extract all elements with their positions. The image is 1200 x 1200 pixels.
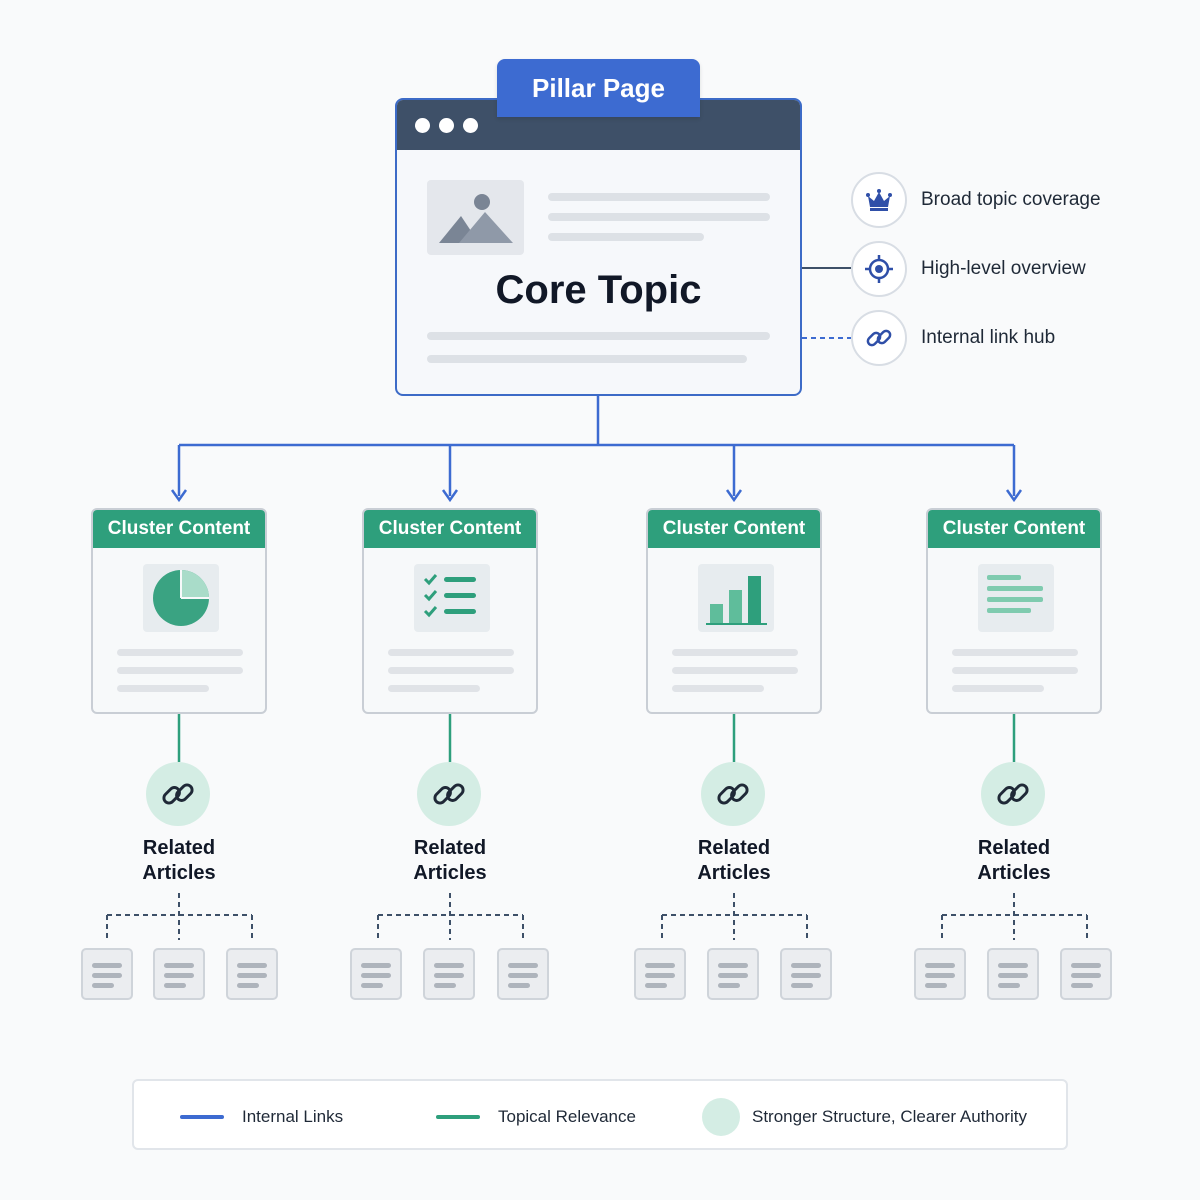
article-thumbnail [81, 948, 133, 1000]
cluster-header: Cluster Content [364, 510, 536, 548]
link-icon [981, 762, 1045, 826]
text-line [548, 233, 704, 241]
target-icon [851, 241, 907, 297]
pie-chart-icon [143, 564, 219, 632]
text-line [427, 355, 747, 363]
related-label-line: Related [697, 837, 771, 859]
related-label-line: Articles [413, 862, 487, 884]
core-topic-title: Core Topic [495, 268, 702, 312]
legend-topical-relevance: Topical Relevance [436, 1081, 636, 1152]
cluster-header: Cluster Content [928, 510, 1100, 548]
article-thumbnail [1060, 948, 1112, 1000]
text-line [388, 685, 480, 692]
feature-label: High-level overview [921, 258, 1086, 279]
feature-broad-coverage: Broad topic coverage [851, 172, 1101, 228]
link-icon [851, 310, 907, 366]
window-dot [463, 118, 478, 133]
legend-label: Stronger Structure, Clearer Authority [752, 1106, 1027, 1126]
article-thumbnail [350, 948, 402, 1000]
arrow-head [441, 489, 459, 503]
green-circle-icon [702, 1097, 740, 1136]
pillar-page-window: Core Topic [395, 98, 802, 396]
related-articles-label: Related Articles [380, 836, 520, 886]
cluster-header: Cluster Content [648, 510, 820, 548]
related-articles-label: Related Articles [109, 836, 249, 886]
legend: Internal Links Topical Relevance Stronge… [132, 1079, 1068, 1150]
text-line [672, 667, 798, 674]
article-thumbnail [987, 948, 1039, 1000]
article-thumbnail [423, 948, 475, 1000]
cluster-header: Cluster Content [93, 510, 265, 548]
pillar-page-tab: Pillar Page [497, 59, 700, 117]
arrow-head [1005, 489, 1023, 503]
feature-high-level-overview: High-level overview [851, 241, 1086, 297]
article-thumbnail [153, 948, 205, 1000]
cluster-content-card: Cluster Content [91, 508, 267, 714]
related-label-line: Articles [142, 862, 216, 884]
legend-stronger-structure: Stronger Structure, Clearer Authority [702, 1081, 1027, 1152]
article-thumbnail [226, 948, 278, 1000]
text-line [548, 213, 770, 221]
text-line [952, 685, 1044, 692]
window-dot [415, 118, 430, 133]
text-line [388, 649, 514, 656]
text-line [388, 667, 514, 674]
link-icon [701, 762, 765, 826]
article-thumbnail [707, 948, 759, 1000]
bar-chart-icon [698, 564, 774, 632]
cluster-content-card: Cluster Content [926, 508, 1102, 714]
article-thumbnail [780, 948, 832, 1000]
arrow-head [725, 489, 743, 503]
article-thumbnail [634, 948, 686, 1000]
related-articles-label: Related Articles [664, 836, 804, 886]
green-line-icon [436, 1114, 480, 1119]
legend-label: Internal Links [242, 1106, 344, 1126]
related-label-line: Articles [977, 862, 1051, 884]
text-line [117, 649, 243, 656]
text-line [117, 667, 243, 674]
article-thumbnail [497, 948, 549, 1000]
crown-icon [851, 172, 907, 228]
link-icon [417, 762, 481, 826]
text-lines-icon [978, 564, 1054, 632]
related-label-line: Related [977, 837, 1051, 859]
blue-line-icon [180, 1114, 224, 1119]
legend-internal-links: Internal Links [180, 1081, 343, 1152]
checklist-icon [414, 564, 490, 632]
image-placeholder-icon [427, 180, 524, 255]
text-line [952, 667, 1078, 674]
related-articles-label: Related Articles [944, 836, 1084, 886]
window-dot [439, 118, 454, 133]
feature-internal-link-hub: Internal link hub [851, 310, 1055, 366]
text-line [548, 193, 770, 201]
arrow-head [170, 489, 188, 503]
related-label-line: Related [413, 837, 487, 859]
text-line [672, 649, 798, 656]
feature-label: Broad topic coverage [921, 189, 1101, 210]
link-icon [146, 762, 210, 826]
related-label-line: Related [142, 837, 216, 859]
related-label-line: Articles [697, 862, 771, 884]
text-line [952, 649, 1078, 656]
text-line [672, 685, 764, 692]
cluster-content-card: Cluster Content [362, 508, 538, 714]
legend-label: Topical Relevance [498, 1106, 636, 1126]
text-line [427, 332, 770, 340]
text-line [117, 685, 209, 692]
cluster-content-card: Cluster Content [646, 508, 822, 714]
article-thumbnail [914, 948, 966, 1000]
feature-label: Internal link hub [921, 327, 1056, 348]
